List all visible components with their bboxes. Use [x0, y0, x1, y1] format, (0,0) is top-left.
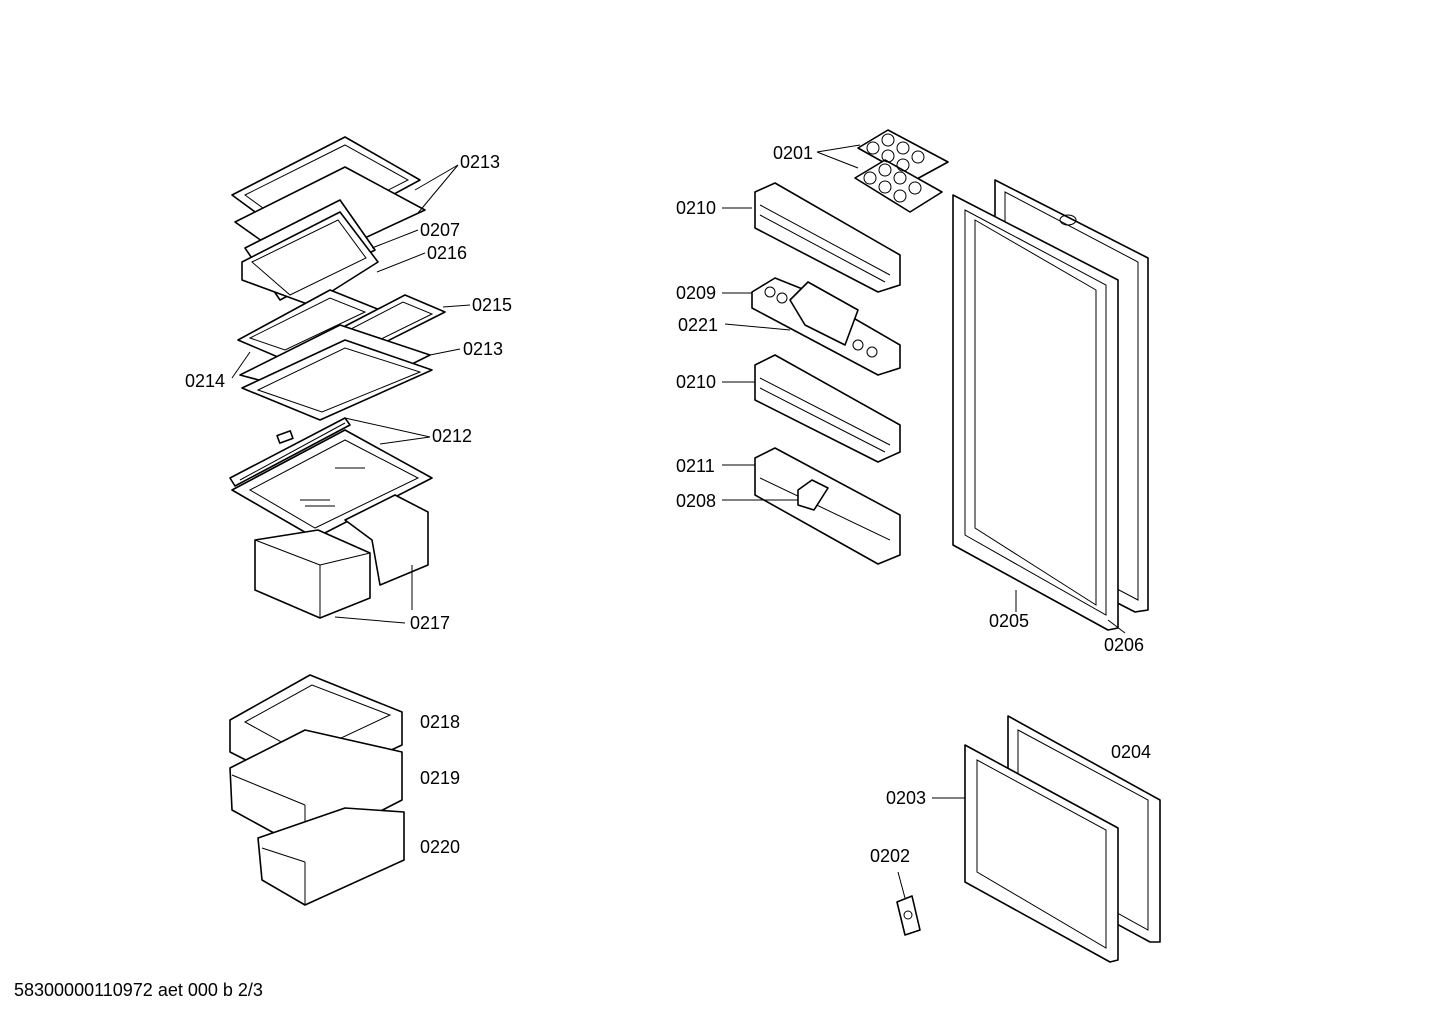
door-shelf-0211-0208 — [754, 447, 901, 565]
shelf-tray-0207-0216 — [241, 199, 379, 306]
label-0221: 0221 — [678, 315, 718, 335]
label-0207: 0207 — [420, 220, 460, 240]
switch-0202 — [896, 895, 921, 936]
label-0201: 0201 — [773, 143, 813, 163]
split-glass-shelves — [237, 289, 446, 421]
door-shelf-0210-top — [754, 182, 901, 293]
leader-lines — [231, 144, 1126, 899]
label-0219: 0219 — [420, 768, 460, 788]
label-0206: 0206 — [1104, 635, 1144, 655]
label-0209: 0209 — [676, 283, 716, 303]
label-0208: 0208 — [676, 491, 716, 511]
gasket-0205 — [952, 194, 1119, 631]
document-reference: 58300000110972 aet 000 b 2/3 — [14, 980, 263, 1000]
glass-shelf-with-rail — [229, 417, 433, 539]
label-0220: 0220 — [420, 837, 460, 857]
label-0212: 0212 — [432, 426, 472, 446]
freezer-gasket-0203 — [964, 744, 1119, 963]
label-0218: 0218 — [420, 712, 460, 732]
door-shelf-0210-lower — [754, 354, 901, 463]
label-0217: 0217 — [410, 613, 450, 633]
crisper-drawers-0217 — [254, 494, 429, 619]
label-0211: 0211 — [676, 456, 715, 476]
label-0210-lower: 0210 — [676, 372, 716, 392]
label-0215: 0215 — [472, 295, 512, 315]
label-0210-top: 0210 — [676, 198, 716, 218]
label-0216: 0216 — [427, 243, 467, 263]
egg-trays-0201 — [854, 129, 949, 213]
label-0214: 0214 — [185, 371, 225, 391]
label-0213-lower: 0213 — [463, 339, 503, 359]
label-0202: 0202 — [870, 846, 910, 866]
label-0204: 0204 — [1111, 742, 1151, 762]
label-0203: 0203 — [886, 788, 926, 808]
drawer-0220 — [257, 807, 405, 906]
door-shelf-0209-0221 — [751, 277, 901, 376]
label-0213-top: 0213 — [460, 152, 500, 172]
label-0205: 0205 — [989, 611, 1029, 631]
